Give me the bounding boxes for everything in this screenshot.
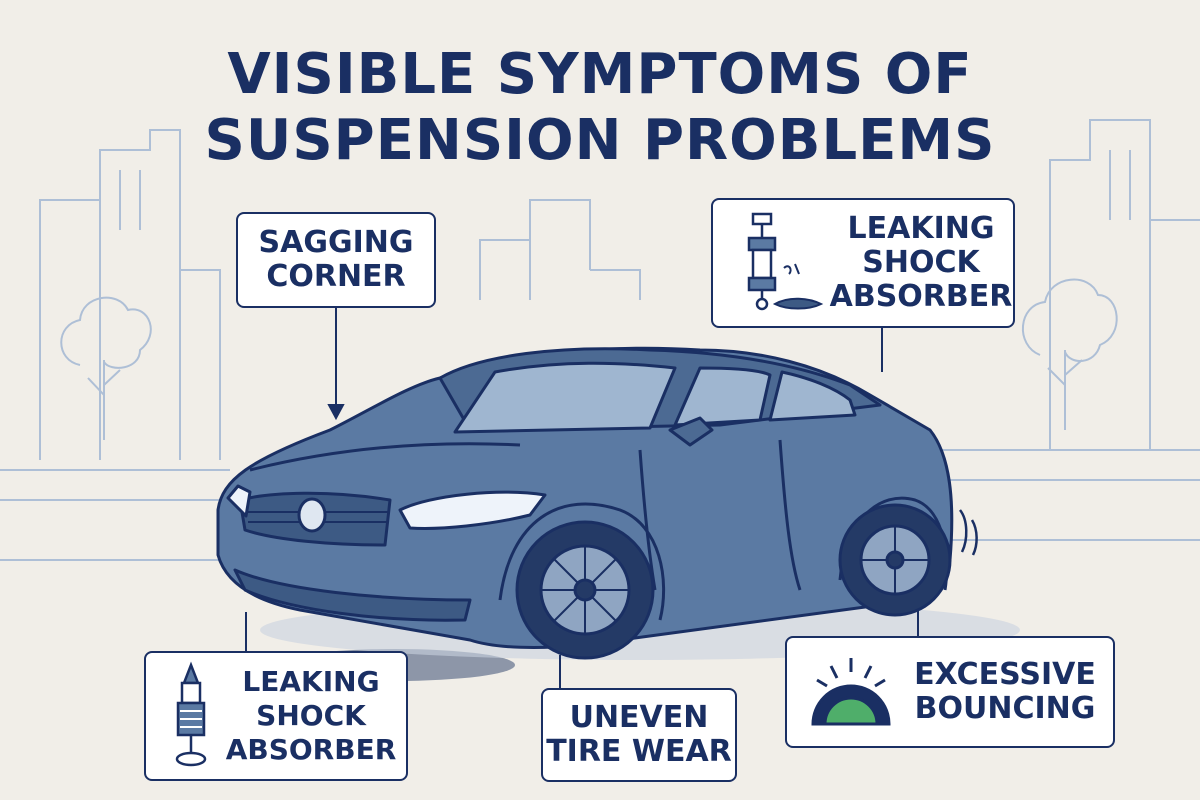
hood-line: [249, 442, 521, 472]
sagging-line-1: SAGGING: [258, 225, 414, 260]
leak-top-line-3: ABSORBER: [829, 279, 1013, 314]
car-illustration: [216, 346, 954, 649]
page-title: VISIBLE SYMPTOMS OF SUSPENSION PROBLEMS: [0, 42, 1200, 174]
leak-top-line-1: LEAKING: [847, 211, 995, 246]
callout-sagging-corner: SAGGING CORNER: [236, 212, 436, 308]
leak-bot-line-3: ABSORBER: [225, 733, 397, 766]
tree-left: [60, 296, 152, 440]
bounce-line-2: BOUNCING: [914, 691, 1096, 726]
leak-top-line-2: SHOCK: [862, 245, 980, 280]
callout-leaking-shock-top: LEAKING SHOCK ABSORBER: [711, 198, 1015, 328]
windshield: [453, 361, 677, 434]
front-side-window: [673, 366, 772, 427]
oil-drip-icon: [772, 263, 824, 310]
rear-wheel: [838, 503, 952, 617]
side-mirror: [668, 416, 714, 447]
shock-absorber-icon: [747, 212, 824, 311]
city-skyline: [0, 119, 1200, 561]
shock-absorber-icon: [175, 661, 207, 767]
headlight-left: [226, 484, 252, 518]
uneven-line-2: TIRE WEAR: [546, 734, 732, 769]
car-logo: [297, 497, 327, 533]
bounce-line-1: EXCESSIVE: [914, 657, 1096, 692]
lower-bumper: [233, 568, 472, 622]
callout-excessive-bouncing: EXCESSIVE BOUNCING: [785, 636, 1115, 748]
connector-lines: [245, 308, 919, 688]
tree-right: [1022, 278, 1118, 430]
title-line-1: VISIBLE SYMPTOMS OF: [227, 42, 973, 107]
callout-sagging-corner-text: SAGGING CORNER: [259, 226, 414, 294]
leak-bot-line-2: SHOCK: [256, 699, 366, 732]
leak-bot-line-1: LEAKING: [242, 665, 380, 698]
motion-lines: [958, 509, 978, 556]
headlight-right: [398, 490, 547, 530]
callout-leaking-shock-bottom-text: LEAKING SHOCK ABSORBER: [216, 665, 406, 767]
callout-leaking-shock-bottom: LEAKING SHOCK ABSORBER: [144, 651, 408, 781]
callout-uneven-tire-wear: UNEVEN TIRE WEAR: [541, 688, 737, 782]
callout-excessive-bouncing-text: EXCESSIVE BOUNCING: [897, 658, 1113, 726]
front-wheel: [515, 520, 655, 660]
rear-side-window: [768, 370, 857, 422]
bounce-arc-icon: [811, 658, 891, 726]
callout-uneven-tire-wear-text: UNEVEN TIRE WEAR: [546, 701, 732, 769]
uneven-line-1: UNEVEN: [569, 700, 709, 735]
callout-leaking-shock-top-text: LEAKING SHOCK ABSORBER: [829, 212, 1013, 314]
title-line-2: SUSPENSION PROBLEMS: [204, 108, 996, 173]
sagging-line-2: CORNER: [266, 259, 406, 294]
front-wheel-arch: [498, 502, 666, 621]
